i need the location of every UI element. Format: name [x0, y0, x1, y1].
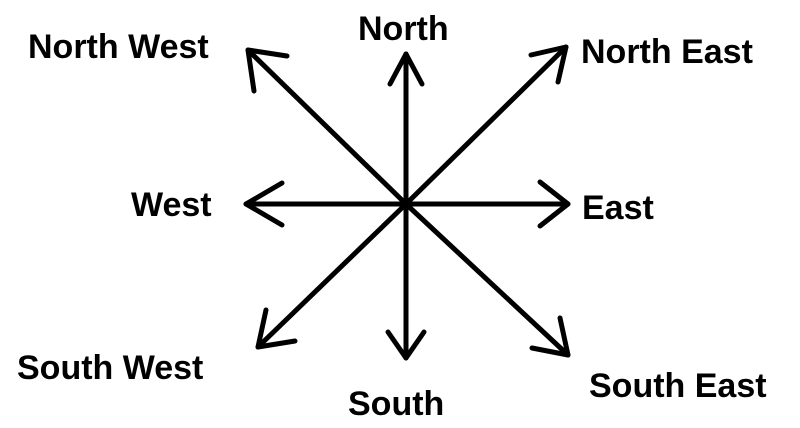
label-west: West	[131, 186, 212, 224]
east-arrow	[403, 179, 571, 229]
label-south: South	[348, 385, 445, 423]
north-west-arrow	[245, 47, 409, 207]
label-south-west: South West	[17, 349, 204, 387]
label-north: North	[358, 10, 449, 48]
label-east: East	[582, 189, 654, 227]
south-west-arrow	[255, 201, 409, 350]
south-east-arrow	[403, 201, 571, 358]
label-north-east: North East	[581, 33, 753, 71]
north-east-arrow	[403, 44, 569, 207]
label-south-east: South East	[589, 367, 767, 405]
south-arrow	[385, 201, 427, 361]
west-arrow	[243, 180, 409, 228]
north-arrow	[387, 51, 425, 207]
label-north-west: North West	[28, 28, 209, 66]
